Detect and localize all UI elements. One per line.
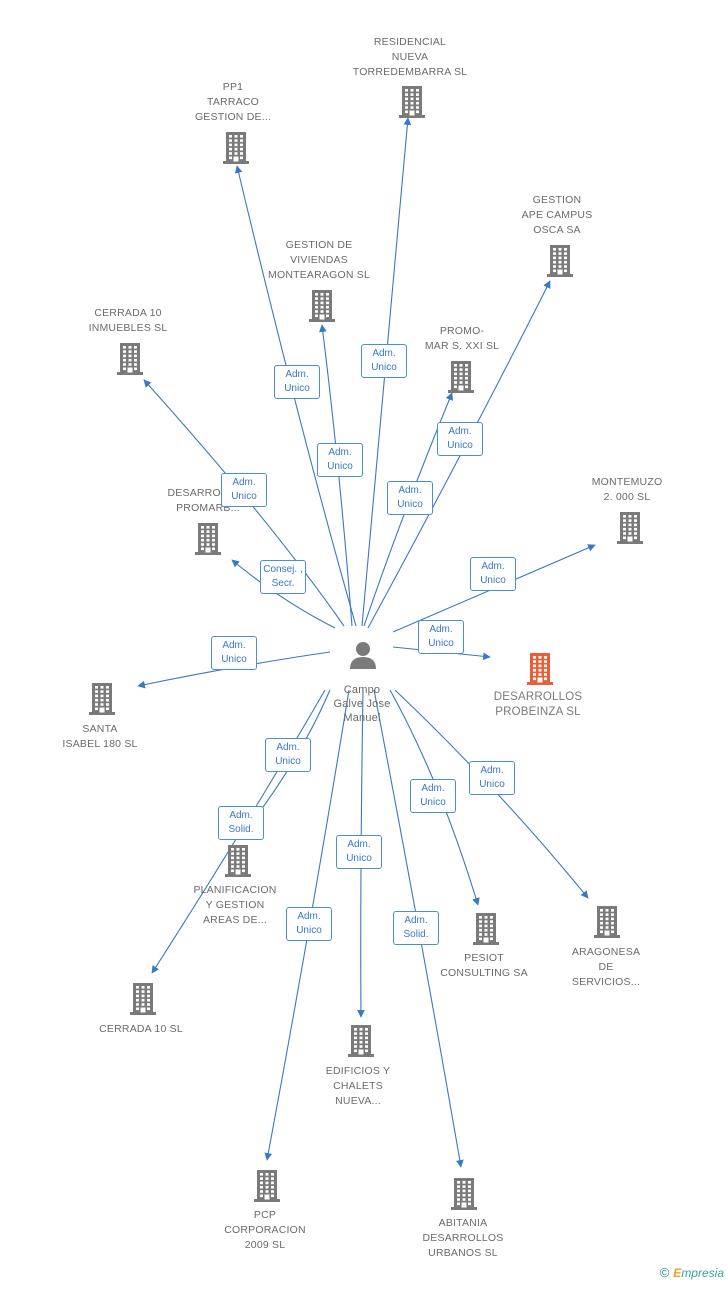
building-icon[interactable] — [309, 288, 335, 327]
company-label-cerrada10[interactable]: CERRADA 10 SL — [99, 1023, 183, 1035]
relation-label-cerrada10-inm[interactable]: Adm. Unico — [221, 473, 267, 507]
relation-label-aragonesa[interactable]: Adm. Unico — [469, 761, 515, 795]
building-icon[interactable] — [547, 243, 573, 282]
relation-edge-pp1 — [234, 165, 357, 627]
copyright-symbol: © — [659, 1265, 670, 1280]
building-icon[interactable] — [225, 843, 251, 882]
company-label-aragonesa[interactable]: ARAGONESA DE SERVICIOS... — [571, 946, 641, 988]
company-label-promo-mar[interactable]: PROMO- MAR S. XXI SL — [424, 325, 500, 352]
company-label-santa-isabel[interactable]: SANTA ISABEL 180 SL — [62, 723, 138, 750]
relation-label-gestion-viviendas[interactable]: Adm. Unico — [317, 443, 363, 477]
relation-label-edificios[interactable]: Adm. Unico — [336, 835, 382, 869]
brand-footer[interactable]: ©Empresia — [660, 1265, 724, 1280]
company-label-montemuzo[interactable]: MONTEMUZO 2. 000 SL — [591, 476, 663, 503]
building-icon[interactable] — [451, 1176, 477, 1215]
building-icon[interactable] — [448, 359, 474, 398]
company-label-planificacion[interactable]: PLANIFICACION Y GESTION AREAS DE... — [193, 884, 277, 926]
relation-label-planificacion[interactable]: Adm. Unico — [265, 738, 311, 772]
relation-label-desarrollos-promarb[interactable]: Consej. , Secr. — [260, 560, 306, 594]
company-label-gestion-ape[interactable]: GESTION APE CAMPUS OSCA SA — [521, 194, 593, 236]
building-icon[interactable] — [594, 904, 620, 943]
building-icon[interactable] — [473, 911, 499, 950]
brand-logo-text: mpresia — [681, 1266, 724, 1280]
relation-label-desarrollos-probeinza[interactable]: Adm. Unico — [418, 620, 464, 654]
person-icon[interactable] — [348, 640, 378, 675]
company-label-pcp[interactable]: PCP CORPORACION 2009 SL — [224, 1209, 306, 1251]
company-label-desarrollos-probeinza[interactable]: DESARROLLOS PROBEINZA SL — [493, 691, 583, 718]
relation-label-gestion-ape[interactable]: Adm. Unico — [437, 422, 483, 456]
building-icon[interactable] — [527, 651, 553, 690]
person-label[interactable]: Campo Galve Jose Manuel — [333, 684, 391, 724]
building-icon[interactable] — [617, 510, 643, 549]
relation-label-pesiot[interactable]: Adm. Unico — [410, 779, 456, 813]
company-label-gestion-viviendas[interactable]: GESTION DE VIVIENDAS MONTEARAGON SL — [268, 239, 370, 281]
building-icon[interactable] — [348, 1023, 374, 1062]
company-label-pp1[interactable]: PP1 TARRACO GESTION DE... — [194, 81, 272, 123]
building-icon[interactable] — [399, 84, 425, 123]
company-label-abitania[interactable]: ABITANIA DESARROLLOS URBANOS SL — [422, 1217, 504, 1259]
building-icon[interactable] — [117, 341, 143, 380]
relation-label-residencial[interactable]: Adm. Unico — [361, 344, 407, 378]
building-icon[interactable] — [195, 521, 221, 560]
building-icon[interactable] — [130, 981, 156, 1020]
company-label-cerrada10-inm[interactable]: CERRADA 10 INMUEBLES SL — [88, 307, 168, 334]
company-label-edificios[interactable]: EDIFICIOS Y CHALETS NUEVA... — [325, 1065, 391, 1107]
company-label-residencial[interactable]: RESIDENCIAL NUEVA TORREDEMBARRA SL — [352, 36, 468, 78]
brand-logo-initial: E — [673, 1266, 682, 1280]
relation-edge-desarrollos-promarb — [231, 559, 336, 629]
relation-label-pcp[interactable]: Adm. Unico — [286, 907, 332, 941]
relation-label-abitania[interactable]: Adm. Solid. — [393, 911, 439, 945]
relation-label-pp1[interactable]: Adm. Unico — [274, 365, 320, 399]
building-icon[interactable] — [223, 130, 249, 169]
relation-edge-cerrada10-inm — [143, 379, 345, 627]
relation-label-promo-mar[interactable]: Adm. Unico — [387, 481, 433, 515]
relation-label-montemuzo[interactable]: Adm. Unico — [470, 557, 516, 591]
building-icon[interactable] — [89, 681, 115, 720]
relation-label-santa-isabel[interactable]: Adm. Unico — [211, 636, 257, 670]
building-icon[interactable] — [254, 1168, 280, 1207]
company-label-pesiot[interactable]: PESIOT CONSULTING SA — [440, 952, 528, 979]
relation-label-cerrada10[interactable]: Adm. Solid. — [218, 806, 264, 840]
